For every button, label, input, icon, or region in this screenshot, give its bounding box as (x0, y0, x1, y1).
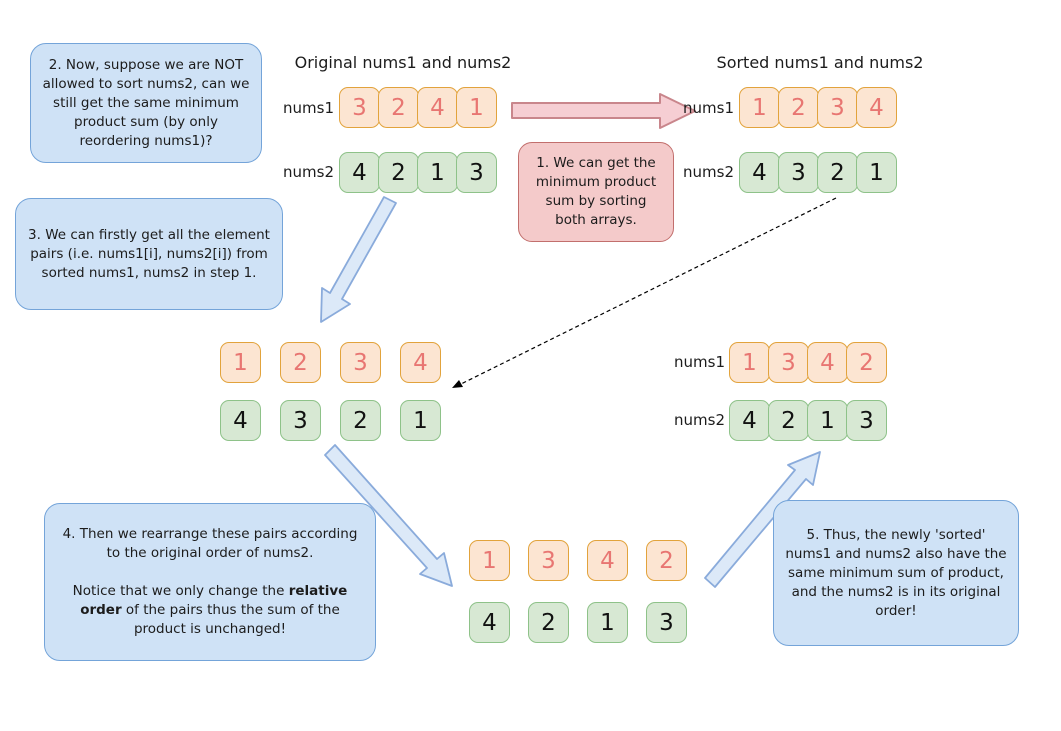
array-cell: 4 (856, 87, 897, 128)
original-nums1-row: 3 2 4 1 (339, 87, 497, 128)
array-cell: 1 (220, 342, 261, 383)
array-cell: 3 (846, 400, 887, 441)
sorted-nums1-label: nums1 (683, 99, 734, 117)
callout-step5-text: 5. Thus, the newly 'sorted' nums1 and nu… (785, 526, 1007, 619)
callout-step4-paragraph1: 4. Then we rearrange these pairs accordi… (62, 526, 358, 561)
array-cell: 1 (587, 602, 628, 643)
sorted-nums1-row: 1 2 3 4 (739, 87, 897, 128)
original-section-title: Original nums1 and nums2 (294, 53, 512, 72)
array-cell: 2 (280, 342, 321, 383)
array-cell: 1 (729, 342, 770, 383)
final-nums2-label: nums2 (674, 411, 725, 429)
array-cell: 4 (739, 152, 780, 193)
array-cell: 4 (807, 342, 848, 383)
array-cell: 4 (417, 87, 458, 128)
callout-step1-text: 1. We can get the minimum product sum by… (535, 155, 657, 228)
array-cell: 3 (817, 87, 858, 128)
sorted-section-title: Sorted nums1 and nums2 (716, 53, 924, 72)
callout-step1: 1. We can get the minimum product sum by… (518, 142, 674, 242)
array-cell: 3 (768, 342, 809, 383)
array-cell: 4 (220, 400, 261, 441)
array-cell: 3 (646, 602, 687, 643)
array-cell: 4 (587, 540, 628, 581)
array-cell: 1 (469, 540, 510, 581)
array-cell: 1 (456, 87, 497, 128)
extract-pairs-arrow-icon (320, 196, 397, 323)
array-cell: 2 (768, 400, 809, 441)
pairs-step3-nums2-row: 4 3 2 1 (220, 400, 441, 441)
array-cell: 3 (340, 342, 381, 383)
array-cell: 4 (469, 602, 510, 643)
callout-step4: 4. Then we rearrange these pairs accordi… (44, 503, 376, 661)
array-cell: 3 (778, 152, 819, 193)
dashed-arrowhead-icon (452, 380, 463, 388)
array-cell: 3 (528, 540, 569, 581)
array-cell: 1 (417, 152, 458, 193)
callout-step3: 3. We can firstly get all the element pa… (15, 198, 283, 310)
pairs-step4-nums1-row: 1 3 4 2 (469, 540, 687, 581)
callout-step2: 2. Now, suppose we are NOT allowed to so… (30, 43, 262, 163)
array-cell: 2 (378, 152, 419, 193)
array-cell: 3 (339, 87, 380, 128)
callout-step2-text: 2. Now, suppose we are NOT allowed to so… (42, 56, 250, 149)
array-cell: 3 (456, 152, 497, 193)
original-nums2-label: nums2 (283, 163, 334, 181)
original-nums2-row: 4 2 1 3 (339, 152, 497, 193)
callout-step4-bold-text: relative order (80, 583, 348, 618)
array-cell: 2 (646, 540, 687, 581)
sorted-nums2-label: nums2 (683, 163, 734, 181)
pairs-step3-nums1-row: 1 2 3 4 (220, 342, 441, 383)
final-nums1-row: 1 3 4 2 (729, 342, 887, 383)
array-cell: 2 (378, 87, 419, 128)
array-cell: 1 (856, 152, 897, 193)
callout-step4-paragraph2: Notice that we only change the relative … (72, 583, 348, 637)
array-cell: 4 (339, 152, 380, 193)
array-cell: 2 (846, 342, 887, 383)
array-cell: 1 (739, 87, 780, 128)
callout-step3-text: 3. We can firstly get all the element pa… (28, 226, 270, 281)
original-nums1-label: nums1 (283, 99, 334, 117)
final-nums2-row: 4 2 1 3 (729, 400, 887, 441)
array-cell: 2 (778, 87, 819, 128)
result-arrow-icon (704, 451, 821, 588)
array-cell: 4 (729, 400, 770, 441)
array-cell: 4 (400, 342, 441, 383)
callout-step5: 5. Thus, the newly 'sorted' nums1 and nu… (773, 500, 1019, 646)
sort-arrow-icon (511, 93, 696, 129)
array-cell: 3 (280, 400, 321, 441)
pairs-step4-nums2-row: 4 2 1 3 (469, 602, 687, 643)
array-cell: 1 (400, 400, 441, 441)
array-cell: 2 (817, 152, 858, 193)
rearrange-arrow-icon (324, 444, 453, 587)
array-cell: 2 (528, 602, 569, 643)
array-cell: 2 (340, 400, 381, 441)
array-cell: 1 (807, 400, 848, 441)
final-nums1-label: nums1 (674, 353, 725, 371)
sorted-nums2-row: 4 3 2 1 (739, 152, 897, 193)
